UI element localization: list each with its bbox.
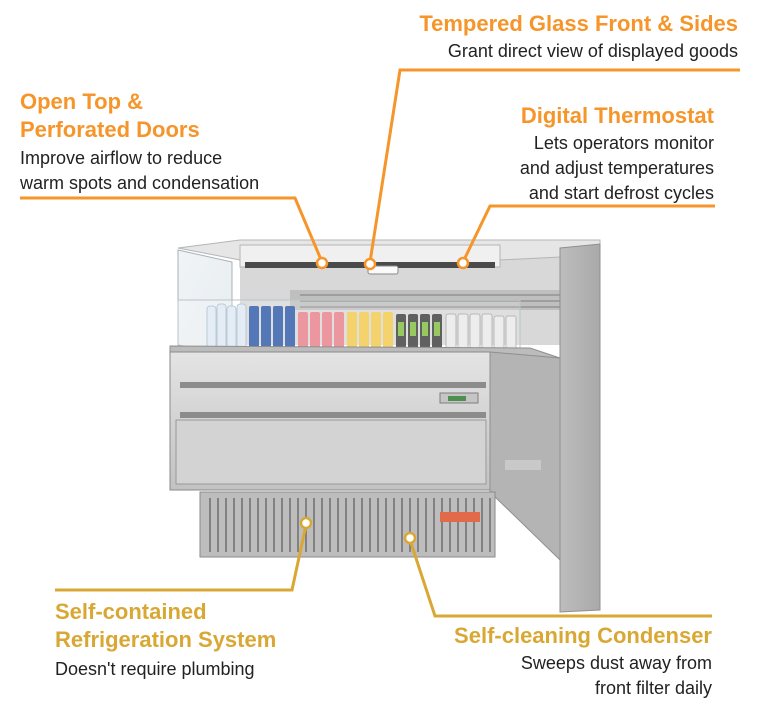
leader-digital-thermostat xyxy=(461,204,715,263)
right-side-panel xyxy=(559,243,601,613)
digital-thermostat-desc-line1: Lets operators monitor xyxy=(533,133,714,153)
leader-self-contained xyxy=(55,524,308,592)
product-row xyxy=(206,303,517,351)
self-contained-title-line2: Refrigeration System xyxy=(55,627,277,652)
leader-self-cleaning xyxy=(408,539,712,618)
digital-thermostat-desc-line2: and adjust temperatures xyxy=(519,158,714,178)
right-body-panel xyxy=(489,351,561,562)
self-cleaning-desc-line2: front filter daily xyxy=(594,678,712,698)
leader-tempered-glass xyxy=(368,68,740,263)
open-top-title-line1: Open Top & xyxy=(20,89,144,114)
digital-thermostat-desc-line3: and start defrost cycles xyxy=(528,183,714,203)
open-top-title-line2: Perforated Doors xyxy=(20,117,200,142)
open-top-desc-line1: Improve airflow to reduce xyxy=(20,148,223,168)
self-contained-title-line1: Self-contained xyxy=(55,599,207,624)
condenser-grille xyxy=(199,491,496,558)
digital-thermostat-title: Digital Thermostat xyxy=(520,103,714,128)
tempered-glass-title: Tempered Glass Front & Sides xyxy=(419,11,738,36)
leader-open-top xyxy=(20,196,324,263)
tempered-glass-desc: Grant direct view of displayed goods xyxy=(447,41,738,61)
open-top-desc-line2: warm spots and condensation xyxy=(20,173,260,193)
self-contained-desc: Doesn't require plumbing xyxy=(55,659,255,679)
glass-front xyxy=(177,299,521,353)
self-cleaning-desc-line1: Sweeps dust away from xyxy=(520,653,712,673)
front-body xyxy=(169,351,491,491)
self-cleaning-title: Self-cleaning Condenser xyxy=(454,623,712,648)
